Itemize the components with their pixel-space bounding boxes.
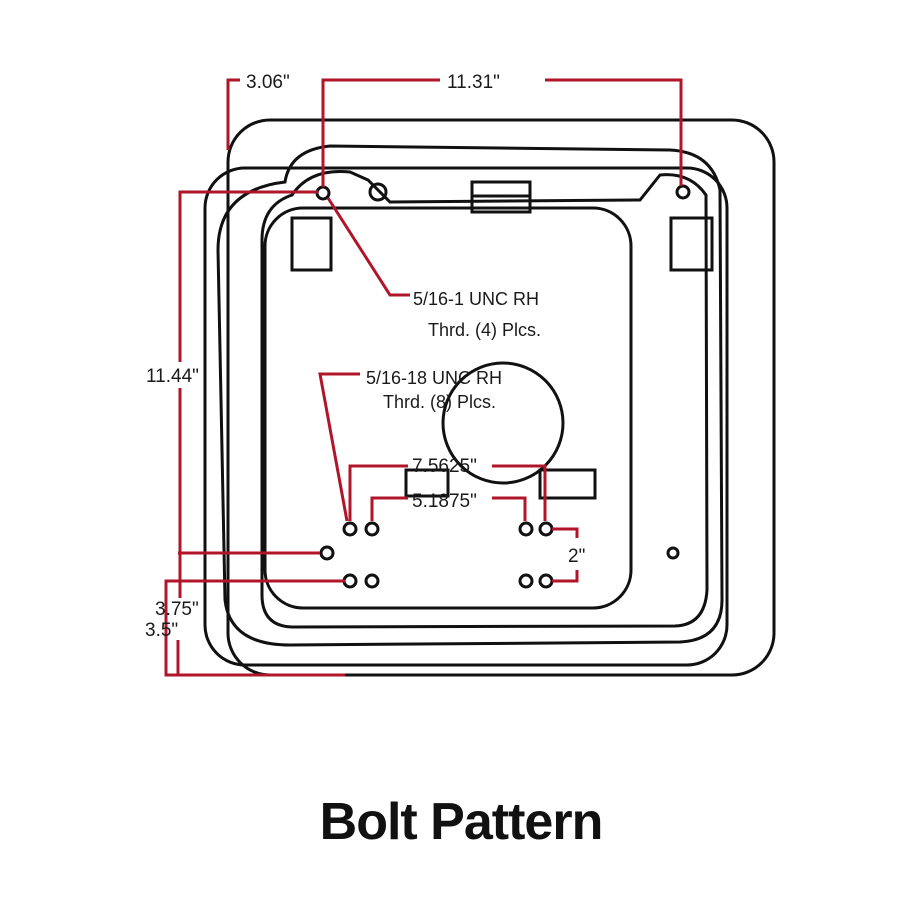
inner-hole — [518, 573, 534, 589]
note-inner-holes-line1: 5/16-18 UNC RH — [366, 368, 502, 388]
dim-label-left-height: 11.44" — [146, 366, 199, 387]
dim-label-bottom-left-b: 3.5" — [145, 620, 178, 641]
seat-base-outline — [203, 118, 776, 677]
dim-inner-narrow — [370, 496, 408, 521]
center-hole — [441, 361, 565, 485]
dim-label-top-left: 3.06" — [246, 72, 290, 93]
dim-top-span-line — [321, 78, 440, 187]
dimension-lines — [164, 78, 683, 677]
inner-hole — [538, 573, 554, 589]
dim-inner-vertical — [552, 527, 579, 538]
center-bracket-right — [538, 468, 597, 500]
dim-inner-wide — [348, 464, 408, 521]
outer-hole-top-right — [675, 184, 691, 200]
note-inner-holes-line2: Thrd. (8) Plcs. — [383, 392, 496, 412]
outer-hole-mid-right — [666, 546, 680, 560]
diagram-caption: Bolt Pattern — [319, 793, 604, 851]
center-bracket-left — [404, 468, 450, 498]
inner-panel — [263, 206, 633, 610]
dim-inner-vertical-low — [552, 570, 579, 583]
seat-pan-outline — [216, 144, 724, 647]
seat-pan-inner — [260, 169, 709, 629]
inner-hole — [342, 521, 358, 537]
inner-hole — [518, 521, 534, 537]
dim-inner-wide-right — [492, 464, 547, 521]
dim-inner-narrow-right — [492, 496, 527, 521]
dim-label-inner-narrow: 5.1875" — [412, 491, 477, 512]
leader-outer-holes — [326, 197, 410, 297]
right-boss — [669, 216, 714, 272]
note-outer-holes-line2: Thrd. (4) Plcs. — [428, 320, 541, 340]
dim-label-inner-wide: 7.5625" — [412, 456, 477, 477]
outer-hole-mid-left — [319, 545, 335, 561]
top-small-hole — [368, 182, 388, 202]
dim-bottom-left-b — [164, 579, 345, 677]
dim-label-inner-vertical: 2" — [568, 546, 585, 567]
dim-left-height-line — [178, 190, 318, 362]
inner-hole — [342, 573, 358, 589]
left-boss — [290, 216, 333, 272]
dim-label-top-span: 11.31" — [447, 72, 500, 93]
outer-hole-top-left — [315, 185, 331, 201]
inner-hole — [364, 521, 380, 537]
outer-plate — [226, 118, 776, 677]
dim-label-bottom-left-a: 3.75" — [155, 599, 199, 620]
dim-top-span-right — [545, 78, 683, 186]
dim-top-left-line — [226, 78, 240, 150]
inner-hole — [538, 521, 554, 537]
inner-hole — [364, 573, 380, 589]
second-frame — [203, 166, 729, 667]
leader-inner-holes — [318, 372, 360, 522]
note-outer-holes-line1: 5/16-1 UNC RH — [413, 289, 539, 309]
